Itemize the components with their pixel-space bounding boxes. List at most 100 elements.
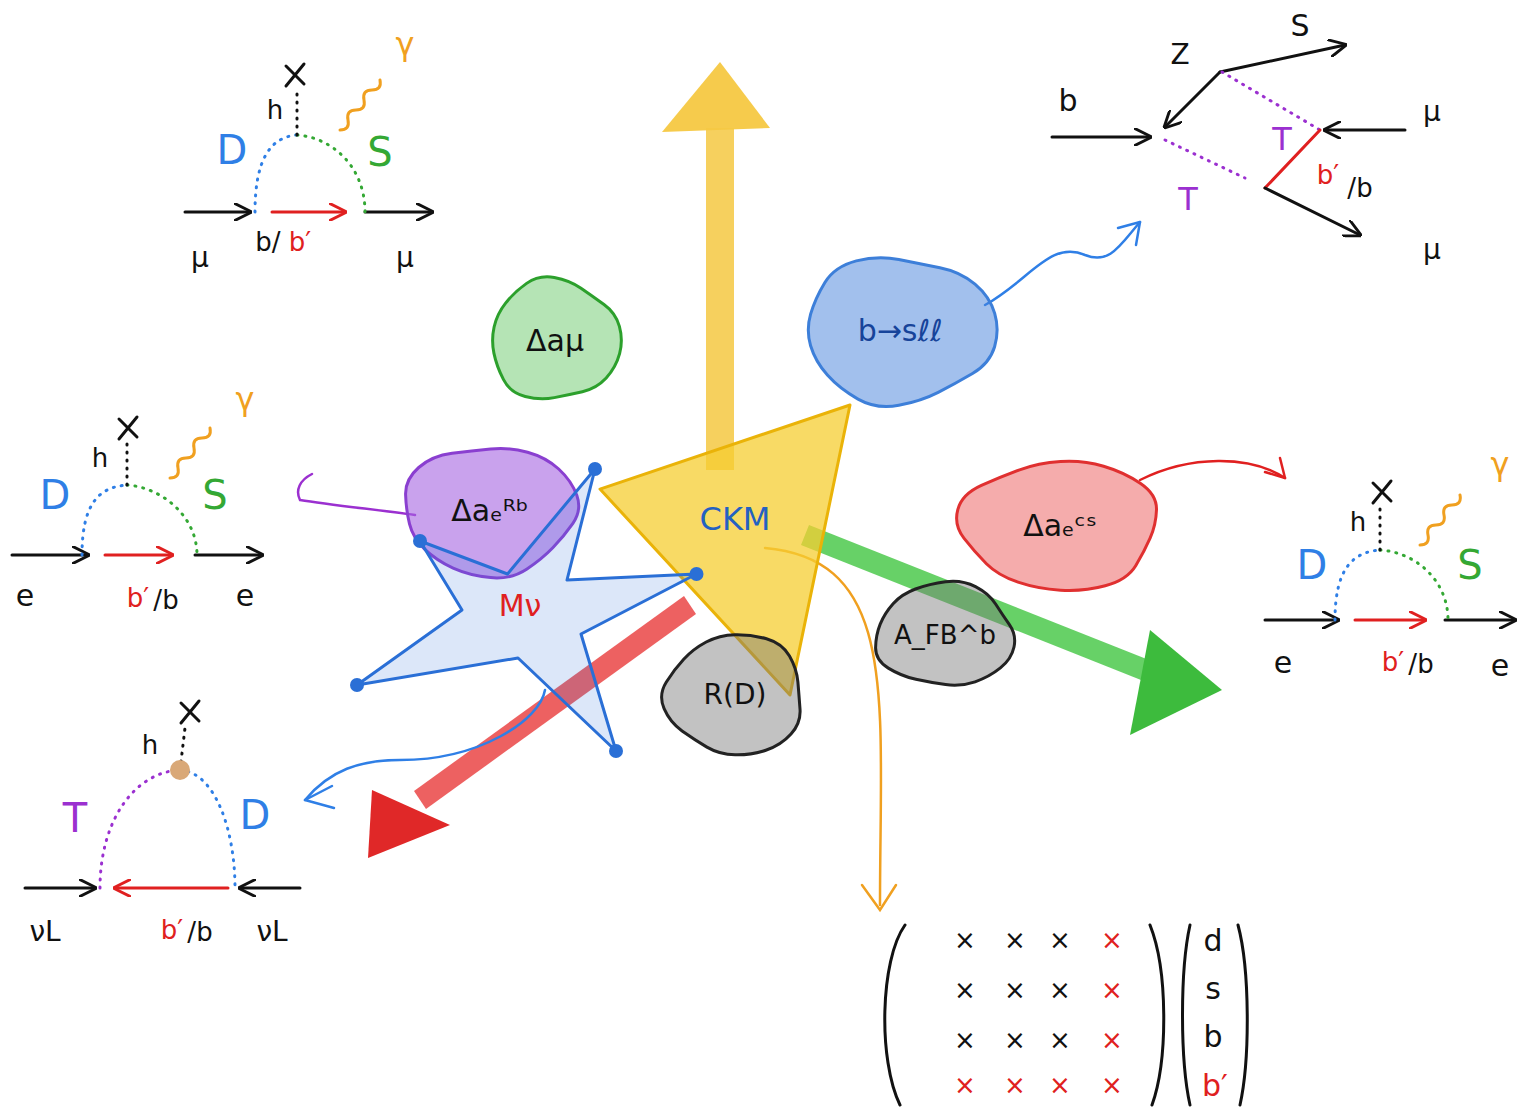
feynman-label: e — [1274, 646, 1292, 679]
feynman-diagram-middle-left-part — [170, 428, 210, 478]
feynman-label: /b — [153, 586, 178, 615]
matrix-entry: × — [1101, 1071, 1123, 1100]
feynman-diagram-middle-left-part — [105, 554, 172, 557]
feynman-diagram-bottom-left — [25, 701, 300, 888]
matrix-entry: × — [1101, 1026, 1123, 1055]
matrix-entry: × — [1004, 926, 1026, 955]
feynman-diagram-top-left-part — [185, 211, 250, 214]
star-tip-dot — [588, 462, 602, 476]
matrix-entry: × — [1049, 1026, 1071, 1055]
feynman-label: S — [367, 130, 392, 174]
observable-blob-shape — [662, 635, 801, 755]
feynman-diagram-top-left-part — [365, 211, 432, 214]
feynman-diagram-right-part — [1265, 619, 1338, 622]
feynman-label: μ — [191, 243, 209, 274]
observable-blob: Δaμ — [480, 270, 630, 410]
feynman-diagram-middle-left-part — [195, 554, 262, 557]
feynman-label: γ — [1491, 447, 1510, 482]
feynman-diagram-right — [1265, 481, 1515, 620]
feynman-label: b′ — [127, 584, 149, 613]
neutrino-mass-star-shape — [357, 469, 697, 751]
feynman-diagram-top-right-part — [1165, 72, 1220, 127]
observable-blob: A_FB^b — [865, 575, 1025, 695]
feynman-label: e — [16, 579, 34, 612]
feynman-diagram-right-part — [1335, 550, 1380, 620]
quark-vector-entry: s — [1205, 972, 1221, 1005]
feynman-label: b′ — [1317, 161, 1339, 190]
feynman-label: γ — [236, 382, 255, 417]
matrix-brackets — [885, 925, 1247, 1105]
feynman-diagram-bottom-left-part — [240, 887, 300, 890]
feynman-diagram-top-right-part — [1265, 188, 1360, 235]
node-label: Δaₑᶜˢ — [1023, 509, 1097, 542]
observable-blob-shape — [493, 277, 622, 399]
feynman-label: /b — [1347, 174, 1372, 203]
node-label: Δaₑᴿᵇ — [451, 494, 528, 527]
feynman-diagram-top-right-part — [1222, 72, 1320, 130]
quark-vector-entry: d — [1203, 924, 1222, 957]
feynman-label: T — [63, 796, 87, 840]
feynman-diagram-middle-left — [12, 417, 262, 555]
feynman-label: h — [142, 731, 158, 760]
matrix-entry: × — [1101, 976, 1123, 1005]
feynman-diagram-right-part — [1373, 481, 1391, 503]
matrix-brackets-part — [1150, 925, 1164, 1105]
feynman-label: D — [217, 128, 248, 172]
feynman-diagram-top-right — [1052, 45, 1405, 235]
feynman-label: b′ — [161, 916, 183, 945]
feynman-diagram-bottom-left-part — [170, 760, 190, 780]
feynman-diagram-top-left-part — [255, 135, 297, 212]
feynman-label: D — [1297, 543, 1328, 587]
feynman-label: νL — [29, 917, 60, 948]
feynman-diagram-top-left-part — [272, 211, 345, 214]
matrix-entry: × — [1004, 976, 1026, 1005]
feynman-diagram-bottom-left-part — [25, 887, 95, 890]
feynman-diagram-top-left-part — [296, 88, 299, 135]
feynman-label: γ — [396, 27, 415, 62]
feynman-label: μ — [1423, 97, 1441, 128]
feynman-label: b′ — [1382, 648, 1404, 677]
feynman-label: e — [236, 579, 254, 612]
star-tip-dot — [413, 534, 427, 548]
matrix-entry: × — [954, 1071, 976, 1100]
feynman-diagram-right-part — [1420, 495, 1460, 545]
feynman-label: T — [1272, 122, 1292, 157]
matrix-entry: × — [954, 926, 976, 955]
matrix-entry: × — [1049, 1071, 1071, 1100]
feynman-label: S — [202, 473, 227, 517]
axis-arrows-part — [706, 128, 734, 470]
matrix-brackets-part — [1238, 925, 1247, 1105]
pointer-arrows-part — [305, 786, 334, 808]
star-tip-dot — [609, 744, 623, 758]
feynman-label: /b — [1408, 650, 1433, 679]
feynman-label: b/ — [255, 228, 280, 257]
feynman-diagram-top-right-part — [1220, 45, 1345, 72]
observable-blob-shape — [957, 461, 1157, 590]
matrix-entry: × — [1049, 976, 1071, 1005]
axis-arrows-part — [662, 62, 770, 132]
node-label: R(D) — [704, 680, 767, 711]
pointer-arrows-part — [862, 885, 896, 910]
feynman-diagram-top-left — [185, 64, 432, 212]
pointer-arrows-part — [1140, 461, 1285, 480]
feynman-label: T — [1178, 182, 1198, 217]
node-label: A_FB^b — [894, 621, 996, 650]
node-label: Δaμ — [526, 324, 584, 357]
feynman-diagram-middle-left-part — [82, 485, 127, 555]
feynman-diagram-bottom-left-part — [181, 701, 199, 723]
axis-arrows-part — [368, 790, 450, 858]
feynman-diagram-bottom-left-part — [115, 887, 228, 890]
feynman-label: μ — [396, 243, 414, 274]
pointer-arrows-part — [985, 222, 1140, 305]
pointer-arrows-part — [1118, 222, 1140, 245]
feynman-diagram-middle-left-part — [119, 417, 137, 439]
feynman-label: /b — [187, 918, 212, 947]
feynman-diagram-right-part — [1380, 550, 1448, 620]
feynman-label: νL — [256, 917, 287, 948]
feynman-label: h — [92, 444, 108, 473]
feynman-label: b — [1058, 84, 1077, 117]
feynman-diagram-top-left-part — [340, 80, 380, 130]
feynman-label: h — [267, 96, 283, 125]
feynman-diagram-right-part — [1379, 505, 1382, 550]
